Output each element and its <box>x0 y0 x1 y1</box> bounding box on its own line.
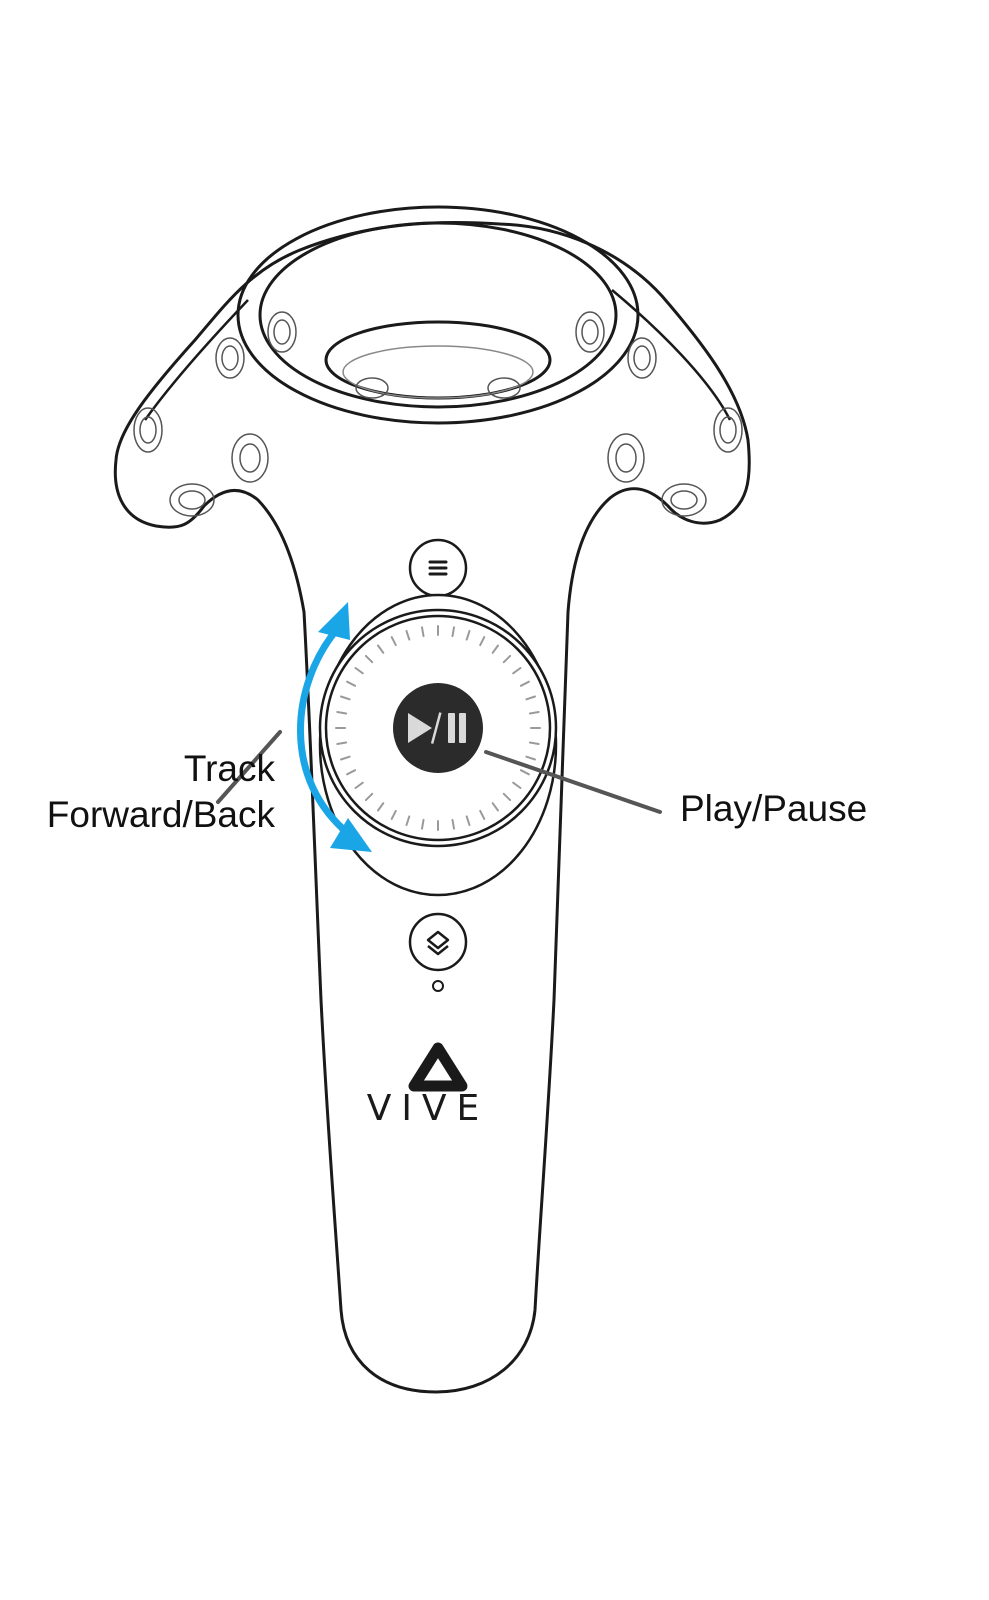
trackpad-tick <box>502 792 512 802</box>
trackpad-tick <box>421 626 425 638</box>
trackpad-tick <box>377 802 385 812</box>
trackpad-tick <box>451 818 455 830</box>
trackpad-tick <box>354 667 364 675</box>
status-led <box>432 980 444 992</box>
trackpad-tick <box>364 792 374 802</box>
sensor-dimples <box>133 311 743 517</box>
trackpad-tick <box>340 755 351 761</box>
leader-lines <box>216 730 662 814</box>
trackpad-tick <box>364 654 374 664</box>
track-label-line1: Track <box>183 748 275 789</box>
brand-wordmark: VIVE <box>366 1088 490 1129</box>
menu-button[interactable] <box>408 538 468 598</box>
system-button[interactable] <box>408 912 468 972</box>
trackpad-tick <box>479 636 486 647</box>
trackpad-tick <box>512 667 522 675</box>
system-layers-icon <box>426 930 450 956</box>
trackpad-tick <box>405 630 411 641</box>
tracking-ring <box>236 205 640 425</box>
trackpad-tick <box>405 815 411 826</box>
arrow-head-down <box>330 818 372 852</box>
vive-logo-icon <box>408 1042 468 1092</box>
trackpad-ticks <box>335 625 541 831</box>
curved-double-arrow-icon <box>297 602 372 852</box>
trackpad-tick <box>525 755 536 761</box>
trackpad-tick <box>390 809 397 820</box>
play-pause-icon <box>408 712 466 744</box>
trackpad-tick <box>340 695 351 701</box>
trackpad-tick <box>346 769 357 776</box>
trackpad-tick <box>491 802 499 812</box>
track-forward-back-label: Track Forward/Back <box>47 746 275 838</box>
play-pause-button[interactable] <box>393 683 483 773</box>
leader-line-play <box>484 750 662 814</box>
trackpad-tick <box>502 654 512 664</box>
trackpad-tick <box>528 711 540 715</box>
leader-line-track <box>216 730 282 804</box>
trackpad-tick <box>525 695 536 701</box>
trackpad-tick <box>465 630 471 641</box>
trackpad-tick <box>377 644 385 654</box>
trackpad-tick <box>336 741 348 745</box>
play-pause-label: Play/Pause <box>680 788 868 829</box>
trackpad[interactable] <box>318 593 558 897</box>
trackpad-tick <box>390 636 397 647</box>
arrow-head-up <box>318 602 350 640</box>
trackpad-tick <box>465 815 471 826</box>
controller-body <box>113 220 751 1394</box>
trackpad-tick <box>512 781 522 789</box>
track-label-line2: Forward/Back <box>46 794 275 835</box>
trackpad-tick <box>421 818 425 830</box>
trackpad-tick <box>519 769 530 776</box>
trackpad-tick <box>519 680 530 687</box>
trackpad-tick <box>479 809 486 820</box>
trackpad-tick <box>336 711 348 715</box>
trackpad-tick <box>451 626 455 638</box>
controller-arm-details <box>143 289 732 421</box>
menu-icon <box>428 560 448 576</box>
trackpad-tick <box>491 644 499 654</box>
trackpad-tick <box>528 741 540 745</box>
trackpad-tick <box>346 680 357 687</box>
trackpad-tick <box>354 781 364 789</box>
